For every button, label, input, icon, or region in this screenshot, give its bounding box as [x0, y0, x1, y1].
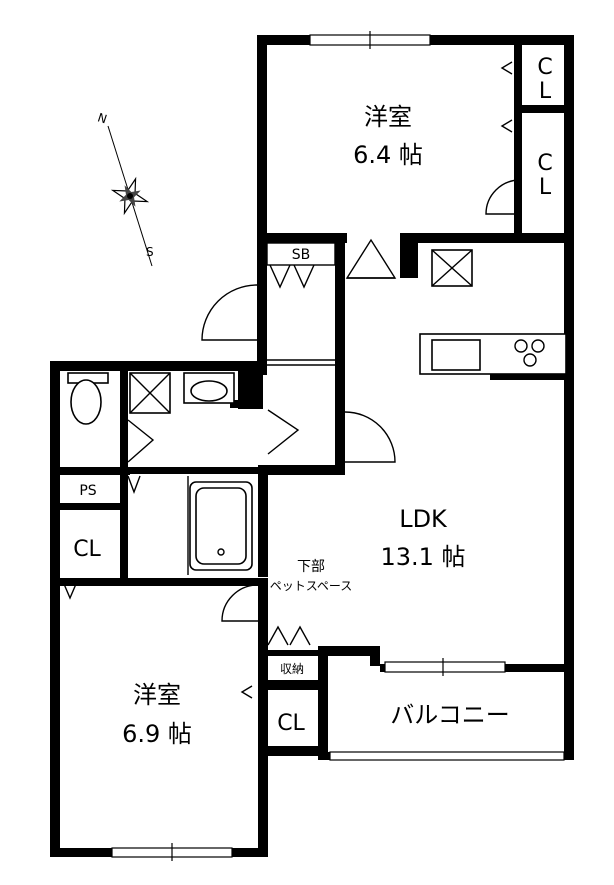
compass-south-label: S — [146, 245, 154, 259]
closet-top-2-l: L — [539, 175, 552, 200]
shoe-box-label: SB — [292, 247, 311, 263]
room-north-name: 洋室 — [364, 103, 412, 131]
compass-north-label: N — [96, 110, 109, 126]
ldk-name: LDK — [399, 505, 448, 533]
room-south-size: 6.9 帖 — [122, 720, 192, 748]
room-north-size: 6.4 帖 — [353, 141, 423, 169]
doors — [63, 61, 521, 699]
pet-space-label-2: ペットスペース — [270, 579, 353, 593]
windows — [111, 31, 565, 861]
closet-top-1-l: L — [539, 79, 552, 104]
pipe-space-label: PS — [79, 483, 96, 499]
closet-top-1-c: C — [537, 55, 552, 80]
ldk-size: 13.1 帖 — [380, 543, 465, 571]
compass-icon — [107, 125, 153, 267]
pet-space-label-1: 下部 — [297, 559, 325, 575]
fixtures — [67, 249, 567, 575]
closet-bottom-label: CL — [277, 711, 305, 736]
room-south-name: 洋室 — [133, 681, 181, 709]
closet-top-2-c: C — [537, 151, 552, 176]
closet-left-label: CL — [73, 537, 101, 562]
storage-label: 収納 — [280, 662, 304, 676]
balcony-label: バルコニー — [390, 701, 510, 729]
